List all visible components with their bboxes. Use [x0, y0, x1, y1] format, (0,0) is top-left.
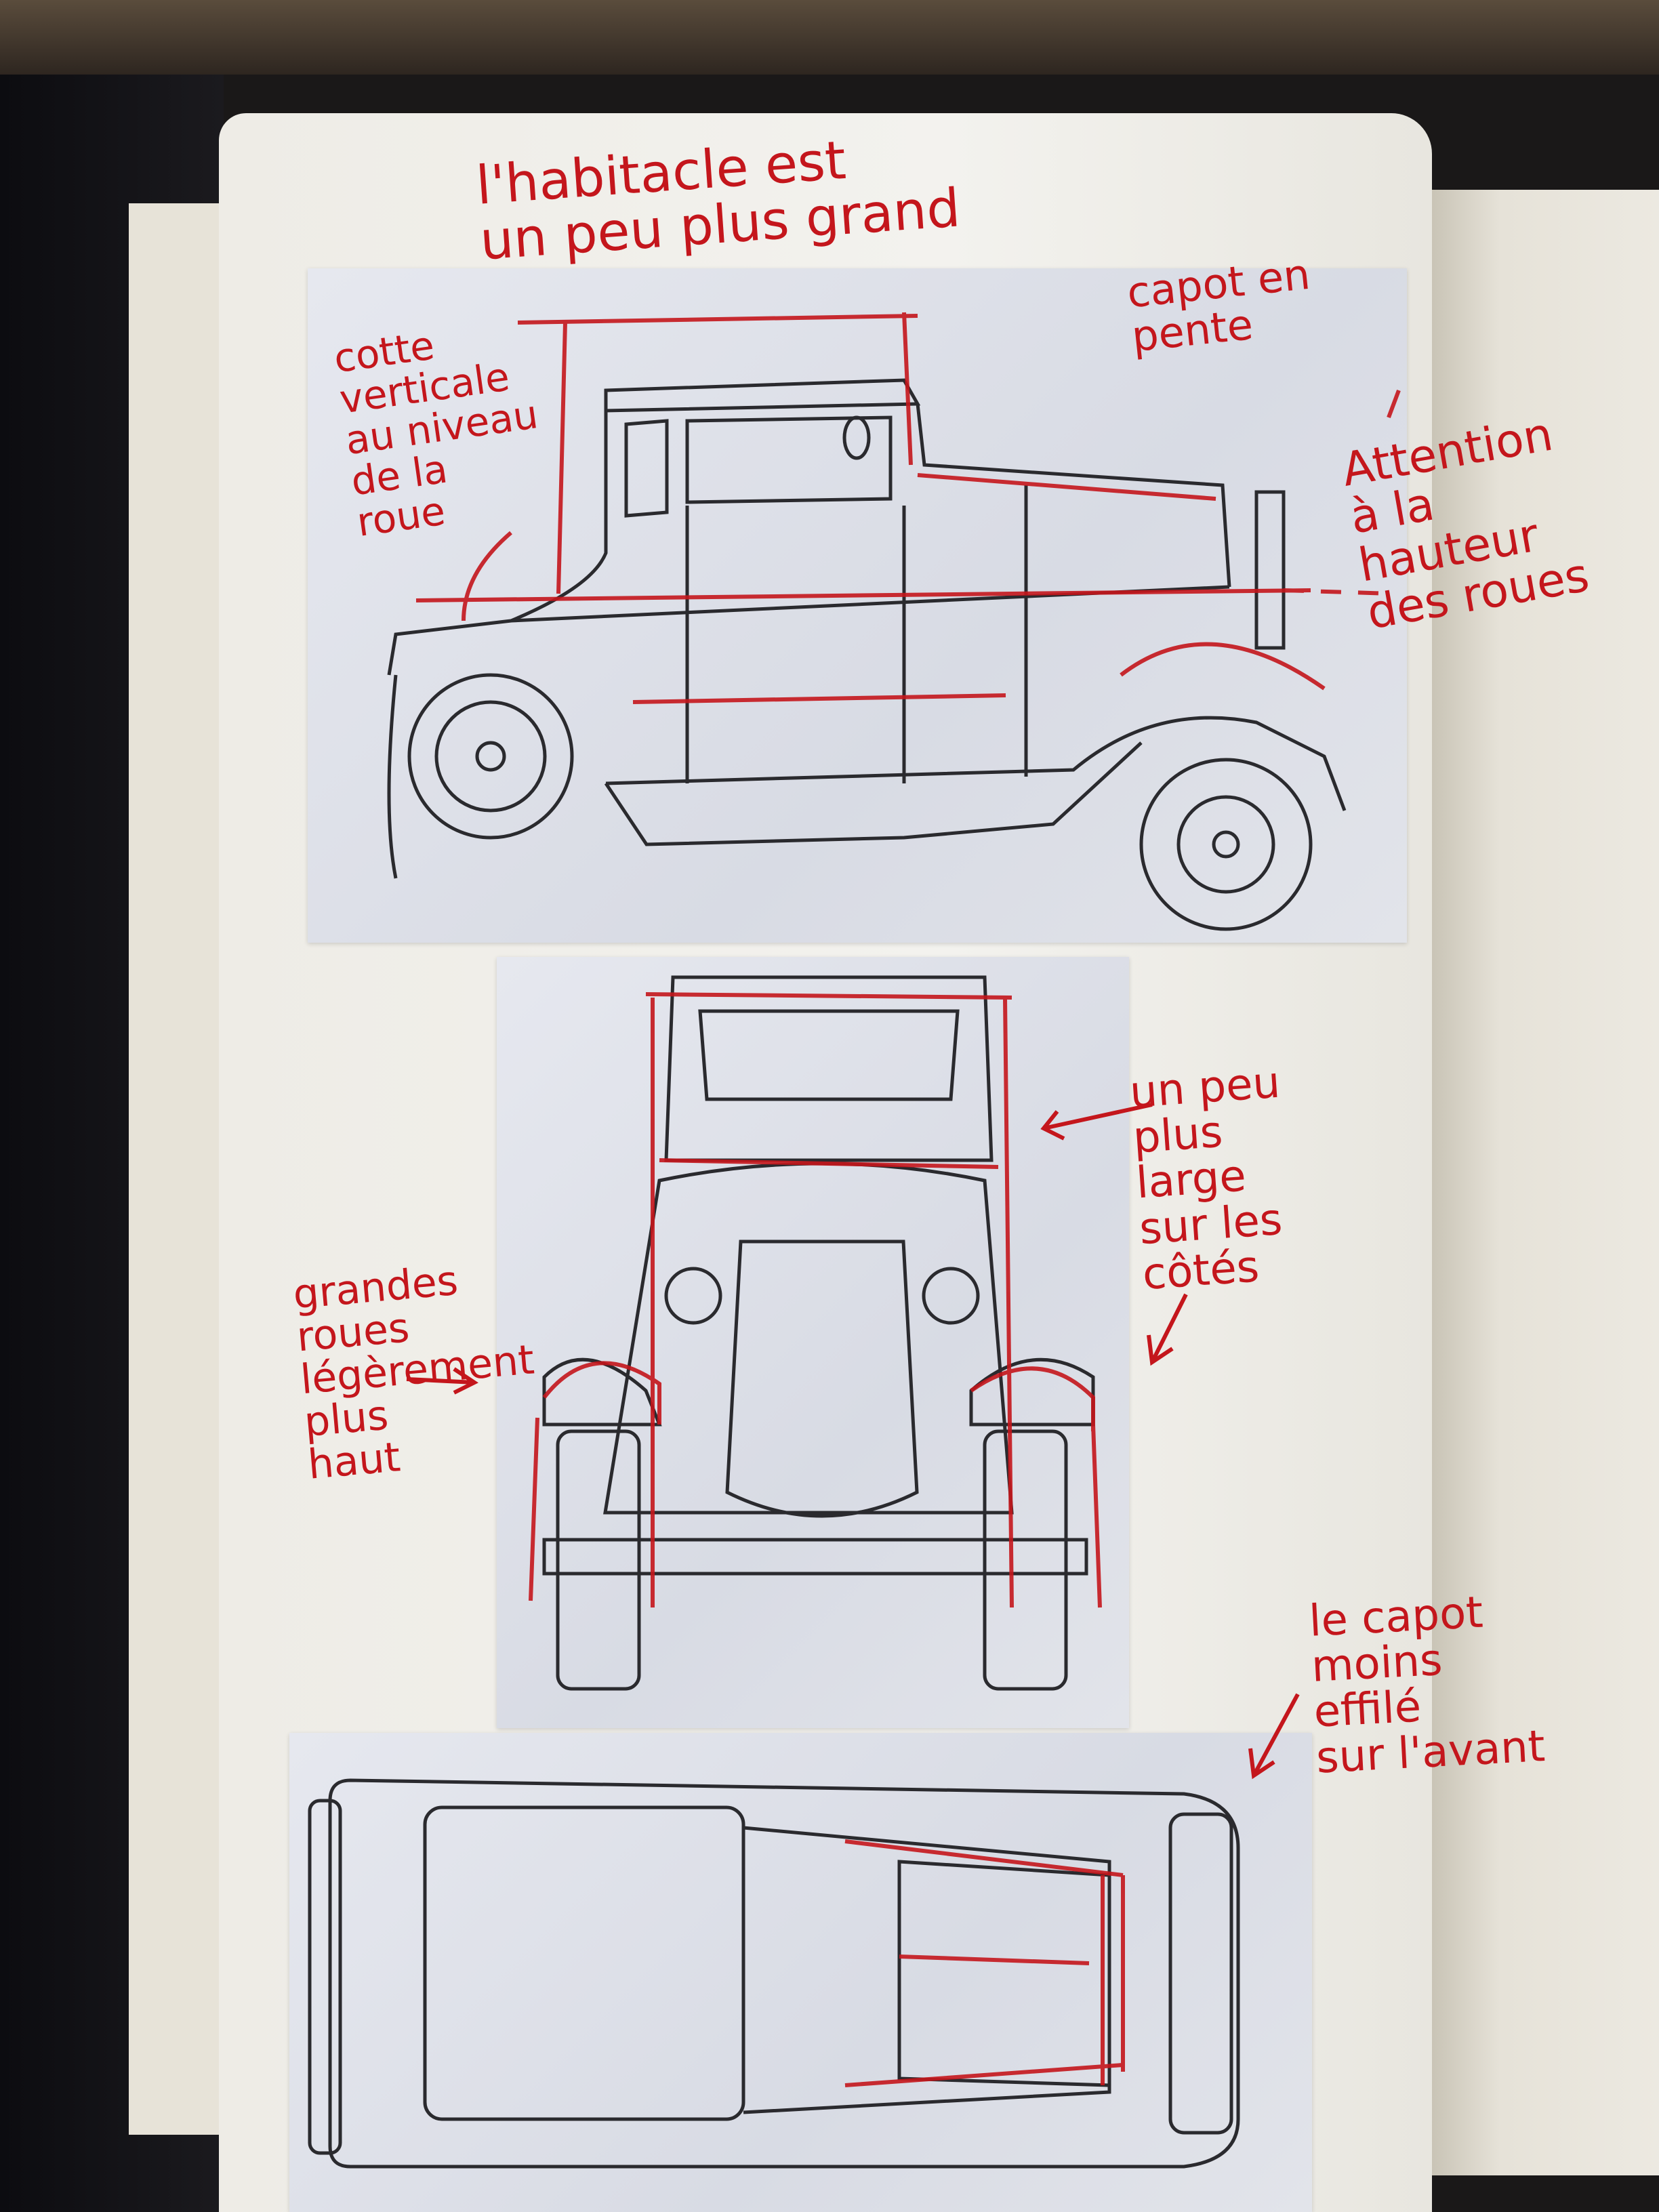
front-view-drawing — [497, 957, 1129, 1728]
front-view-car-sketch — [529, 975, 1102, 1691]
annotation-big-wheels: grandes roues légèrement plus haut — [291, 1256, 537, 1489]
side-view-drawing — [308, 268, 1407, 943]
annotation-vertical-at-wheel: cotte verticale au niveau de la roue — [331, 322, 541, 546]
top-view-drawing — [289, 1733, 1312, 2212]
annotation-hood-front: le capot moins effilé sur l'avant — [1307, 1587, 1547, 1784]
side-view-car-sketch — [387, 312, 1401, 931]
background-shelf — [0, 0, 1659, 75]
annotation-wider-sides: un peu plus large sur les côtés — [1128, 1057, 1284, 1300]
annotation-wheel-height: Attention à la hauteur des roues — [1338, 407, 1593, 640]
sketchbook-right-page — [1432, 190, 1659, 2175]
top-view-car-sketch — [308, 1778, 1240, 2169]
